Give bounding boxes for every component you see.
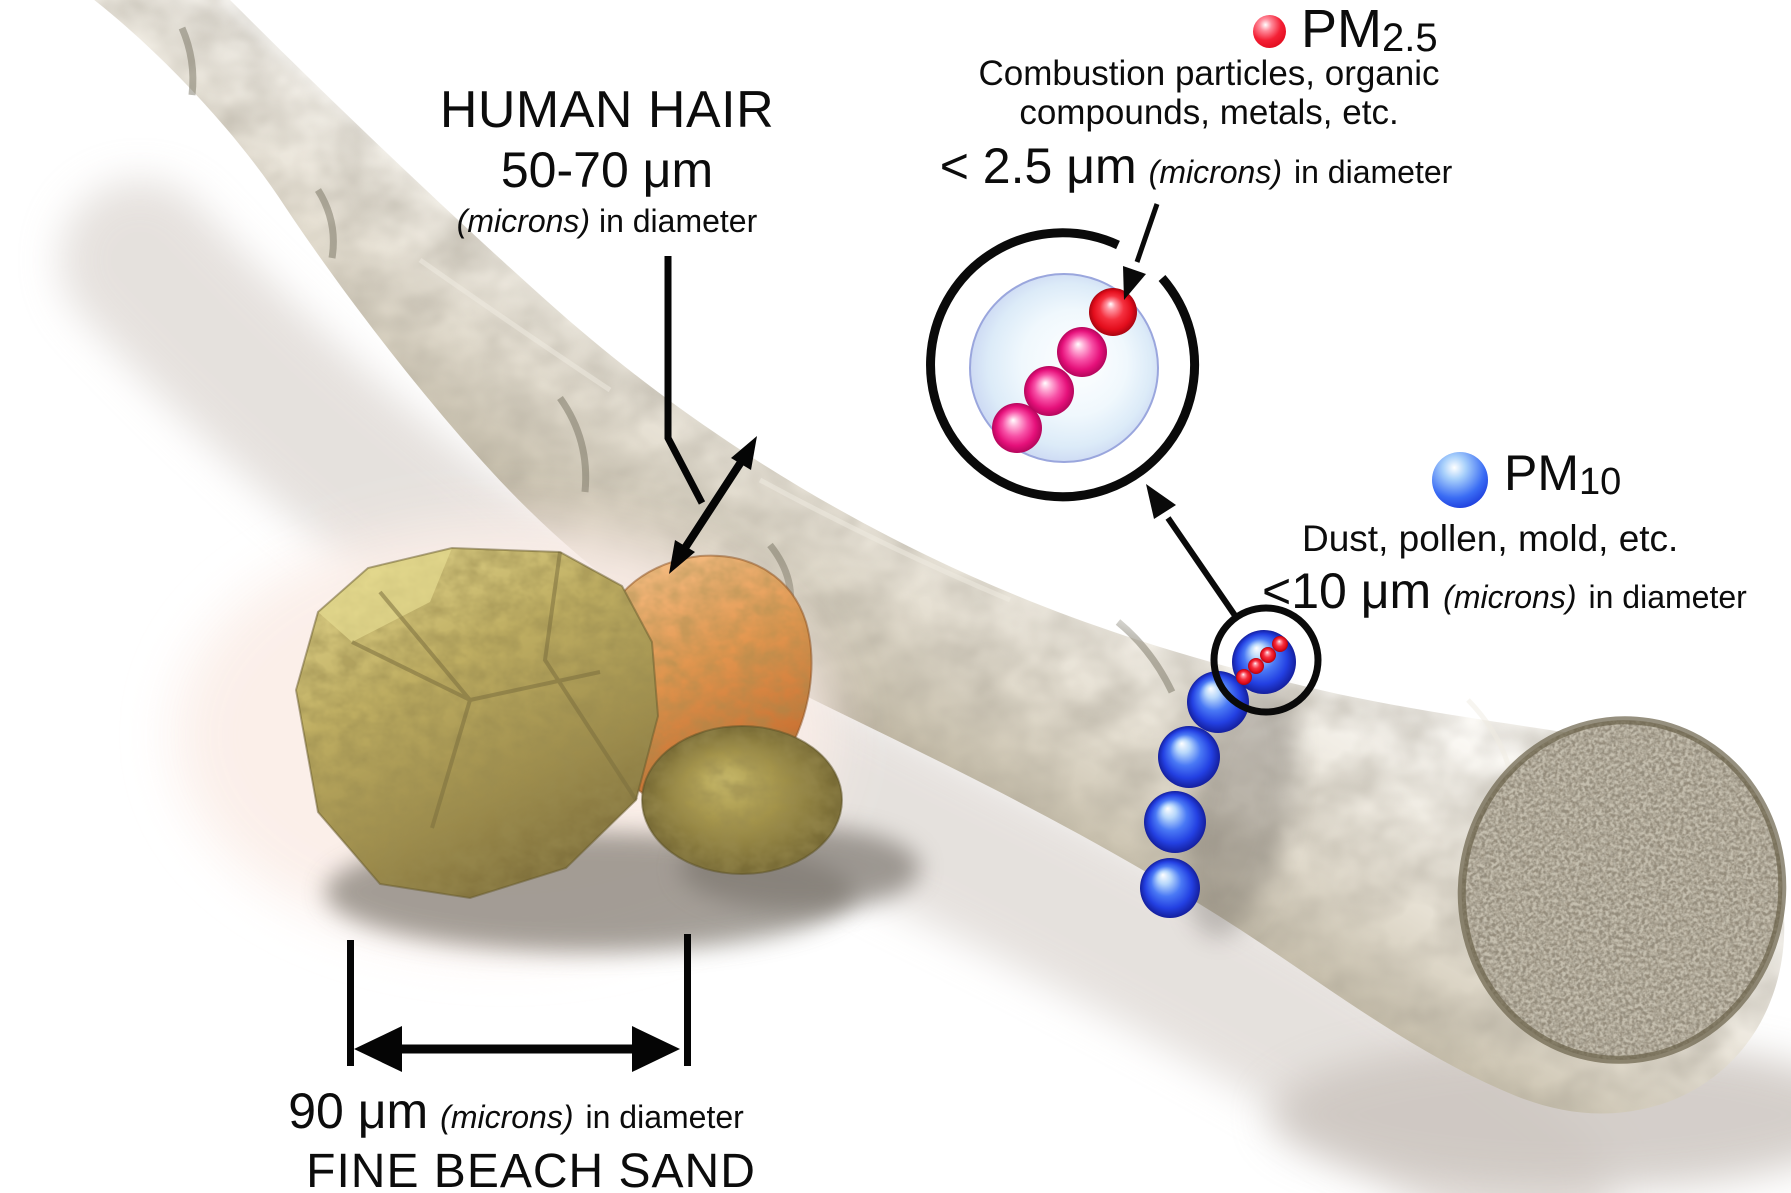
cut-face-texture-light — [1461, 720, 1783, 1060]
human-hair-diameter-note: (microns) in diameter — [440, 203, 774, 240]
diameter-arrow-shaft — [681, 459, 745, 551]
pm25-suffix: in diameter — [1293, 154, 1453, 190]
grain-facet-lines — [351, 551, 638, 829]
mini-pm25-chain — [1236, 636, 1288, 685]
fine-beach-sand-illustration — [295, 547, 920, 952]
pm10-size-line: <10 μm (microns) in diameter — [1262, 562, 1747, 620]
pm25-size-line: < 2.5 μm (microns) in diameter — [940, 137, 1453, 195]
pm25-desc-line1: Combustion particles, organic — [978, 54, 1440, 93]
hair-top-highlight — [218, 0, 1342, 696]
pm25-size: < 2.5 μm — [939, 138, 1137, 194]
pm25-desc-line2: compounds, metals, etc. — [1019, 93, 1399, 133]
diameter-arrowhead-up — [731, 436, 757, 470]
hair-cut-face — [1457, 716, 1787, 1064]
pm10-sphere — [1187, 671, 1249, 733]
pm25-pointer-arrowhead — [1123, 266, 1146, 300]
sand-size-line: 90 μm (microns) in diameter — [288, 1082, 744, 1140]
magnified-pm25-chain — [992, 288, 1137, 453]
pm10-size: <10 μm — [1262, 563, 1432, 619]
pm10-particle-chain — [1140, 671, 1249, 918]
magnify-arrow-shaft — [1165, 516, 1239, 619]
magnify-arrowhead — [1146, 484, 1176, 519]
human-hair-suffix: in diameter — [598, 203, 758, 240]
sand-grain-large — [295, 547, 659, 899]
pm25-legend: PM 2.5 — [1253, 0, 1438, 60]
pm10-symbol: PM — [1504, 445, 1579, 501]
pm10-legend: PM 10 — [1432, 448, 1621, 508]
magnified-pm25-red-sphere — [1089, 288, 1137, 336]
pm10-sphere — [1144, 791, 1206, 853]
pm10-sphere — [1158, 726, 1220, 788]
sand-grain-round — [641, 725, 843, 875]
measure-arrowhead-left — [354, 1026, 402, 1072]
magnifier-ring — [926, 228, 1200, 502]
sand-measurement — [347, 934, 691, 1072]
human-hair-title: HUMAN HAIR — [439, 81, 775, 139]
cut-face-rim — [1457, 716, 1787, 1064]
pm25-description: Combustion particles, organic compounds,… — [978, 54, 1439, 132]
locator-ring — [1210, 604, 1322, 716]
pm25-symbol: PM — [1301, 0, 1382, 59]
human-hair-size: 50-70 μm — [500, 142, 714, 199]
pm10-description: Dust, pollen, mold, etc. — [1302, 518, 1679, 559]
human-hair-microns: (microns) — [456, 203, 591, 240]
pm25-subscript: 2.5 — [1382, 16, 1438, 60]
pm10-sphere — [1140, 858, 1200, 918]
sand-microns: (microns) — [440, 1099, 574, 1135]
measure-bar-right — [684, 934, 691, 1066]
hair-label-leader — [664, 256, 706, 505]
pm25-pointer-shaft — [1134, 203, 1160, 263]
magnifier-view — [926, 203, 1200, 502]
magnify-arrow — [1146, 484, 1239, 619]
sand-suffix: in diameter — [585, 1099, 744, 1135]
pm10-suffix: in diameter — [1588, 579, 1747, 615]
human-hair-label: HUMAN HAIR 50-70 μm (microns) in diamete… — [439, 81, 775, 240]
pm25-microns: (microns) — [1148, 154, 1282, 190]
pm10-particle-icon — [1432, 452, 1488, 508]
human-hair-illustration — [84, 0, 1787, 1114]
diameter-arrowhead-down — [669, 540, 695, 574]
pm10-subscript: 10 — [1579, 461, 1622, 503]
pm25-particle-icon — [1253, 15, 1286, 48]
sand-title: FINE BEACH SAND — [306, 1145, 756, 1193]
small-locator-circle — [1210, 604, 1322, 716]
pm10-microns: (microns) — [1443, 579, 1577, 615]
hair-diameter-annotation — [664, 256, 757, 574]
sand-size: 90 μm — [288, 1083, 429, 1139]
measure-arrowhead-right — [632, 1026, 680, 1072]
measure-bar-left — [347, 940, 354, 1066]
